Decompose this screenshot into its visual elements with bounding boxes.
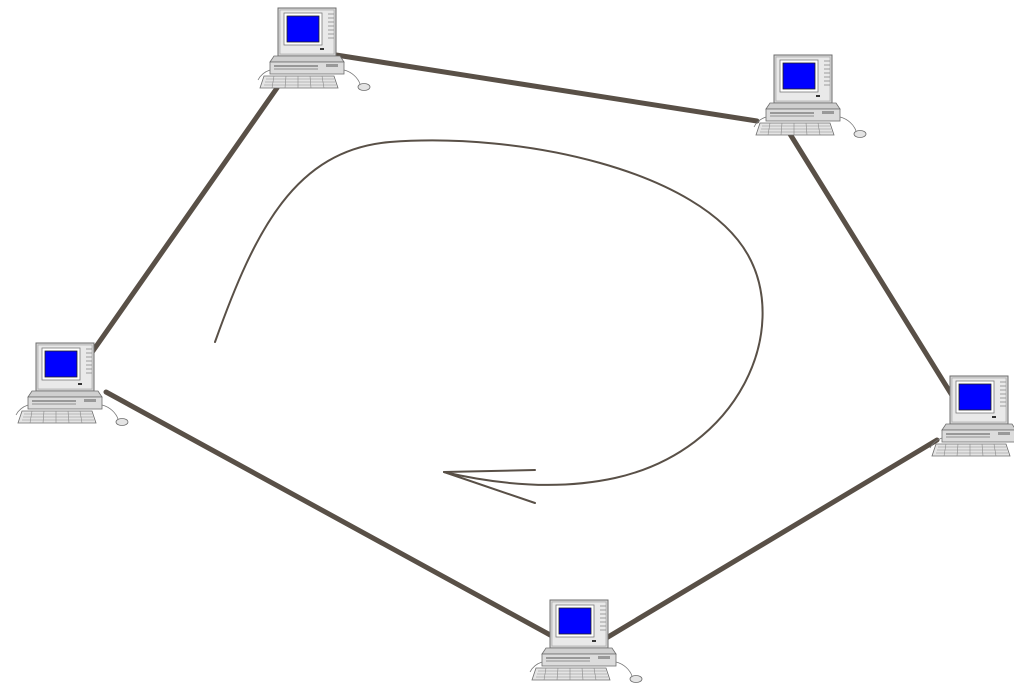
- link-bottom-to-left: [106, 392, 552, 636]
- arrowhead-upper: [444, 470, 535, 472]
- computer-top-right[interactable]: [754, 55, 866, 138]
- flow-arc: [215, 140, 763, 484]
- desktop-computer-icon: [754, 55, 866, 138]
- computer-top-left[interactable]: [258, 8, 370, 91]
- link-right-to-bottom: [598, 440, 937, 643]
- desktop-computer-icon: [16, 343, 128, 426]
- link-left-to-top-left: [88, 88, 277, 358]
- arrowhead-lower: [444, 472, 535, 503]
- ring-links: [88, 55, 958, 643]
- link-top-left-to-top-right: [336, 55, 757, 121]
- desktop-computer-icon: [930, 376, 1014, 459]
- flow-direction-arrow: [215, 140, 763, 503]
- computer-bottom[interactable]: [530, 600, 642, 683]
- computer-left[interactable]: [16, 343, 128, 426]
- link-top-right-to-right: [790, 134, 958, 405]
- desktop-computer-icon: [258, 8, 370, 91]
- desktop-computer-icon: [530, 600, 642, 683]
- computer-right[interactable]: [930, 376, 1014, 459]
